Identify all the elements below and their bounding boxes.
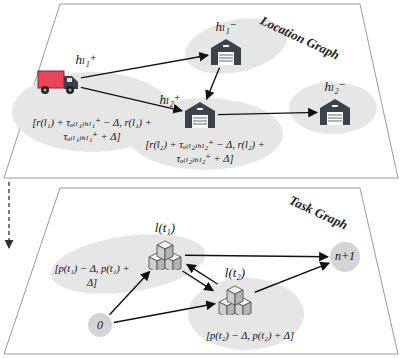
depot-node: hₗ₂⁺: [184, 101, 216, 129]
node-label: hₗ₂⁻: [324, 79, 345, 95]
graph-arc: [255, 263, 329, 292]
group-ellipse: [47, 225, 209, 302]
time-window: [p(t₂) − Δ, p(t₂) + Δ]: [205, 329, 295, 343]
time-window: [r(l₂) + τₒ₍ₗ₂₎ₕₗ₂⁺ − Δ, r(l₂) + τₒ₍ₗ₂₎ₕ…: [138, 138, 272, 166]
depot-node: hₗ₁⁻: [210, 38, 242, 66]
time-window: [p(t₁) − Δ, p(t₁) + Δ]: [52, 262, 132, 290]
node-label: n+1: [335, 249, 355, 264]
location-plane: [4, 4, 398, 178]
node-label: hₗ₁⁻: [215, 19, 236, 35]
node-label: l(t₁): [155, 220, 175, 236]
task-node: l(t₂): [217, 285, 253, 315]
house-icon: [319, 98, 351, 126]
house-icon: [210, 38, 242, 66]
node-label: hₗ₂⁺: [159, 92, 180, 108]
graph-arc: [218, 112, 317, 114]
task-plane: [4, 188, 398, 354]
node-label: l(t₂): [225, 265, 245, 281]
boxes-icon: [147, 240, 183, 270]
terminal-node: 0: [88, 313, 112, 337]
truck-node: hₗ₁⁺: [37, 69, 79, 95]
graph-arc: [185, 255, 328, 257]
graph-arc: [81, 55, 208, 78]
house-icon: [184, 101, 216, 129]
plane-title: Task Graph: [286, 192, 350, 233]
time-window: [r(l₁) + τₒ₍ₗ₁₎ₕₗ₁⁺ − Δ, r(l₁) + τₒ₍ₗ₁₎ₕ…: [25, 116, 159, 144]
depot-node: hₗ₂⁻: [319, 98, 351, 126]
task-node: l(t₁): [147, 240, 183, 270]
node-label: hₗ₁⁺: [75, 52, 96, 68]
boxes-icon: [217, 285, 253, 315]
group-ellipse: [127, 98, 283, 170]
graph-arc: [187, 264, 218, 284]
graph-arc: [110, 271, 150, 314]
graph-arc: [207, 68, 220, 99]
node-label: 0: [97, 318, 103, 333]
graph-arc: [114, 304, 215, 323]
terminal-node: n+1: [330, 242, 360, 272]
group-ellipse: [188, 278, 304, 350]
projection-arrow: [8, 182, 9, 248]
plane-title: Location Graph: [258, 13, 342, 64]
truck-icon: [37, 69, 79, 95]
graph-arc: [183, 271, 214, 291]
graph-arc: [81, 87, 182, 110]
